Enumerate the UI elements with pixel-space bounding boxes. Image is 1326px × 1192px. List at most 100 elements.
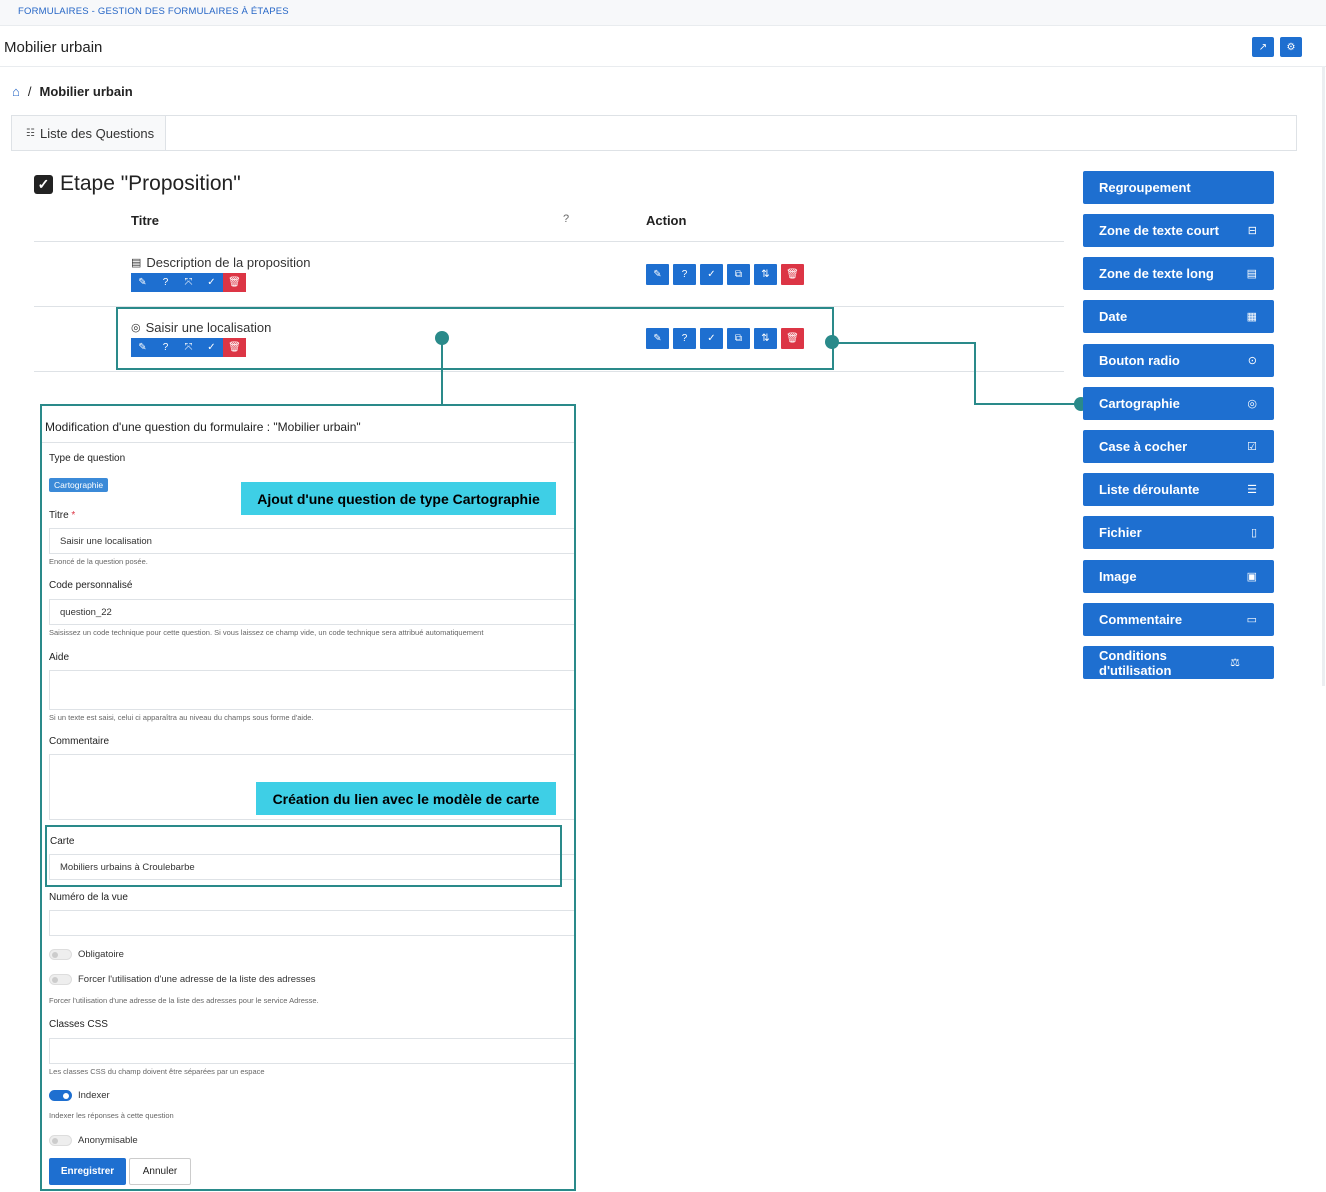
aide-textarea[interactable]: [49, 670, 574, 710]
annotation-dot: [435, 331, 449, 345]
indexer-toggle[interactable]: Indexer: [49, 1090, 110, 1101]
scrollbar[interactable]: [1322, 66, 1325, 686]
reorder-button[interactable]: ⇅: [754, 328, 777, 349]
aide-label: Aide: [49, 652, 70, 663]
location-icon: ◎: [1247, 398, 1257, 410]
add-short-text-button[interactable]: Zone de texte court⊟: [1083, 214, 1274, 247]
modal-title: Modification d'une question du formulair…: [45, 420, 361, 434]
help-button[interactable]: ?: [673, 328, 696, 349]
toggle-label: Anonymisable: [78, 1135, 138, 1146]
settings-button[interactable]: ⚙: [1280, 37, 1302, 57]
page-title: Mobilier urbain: [4, 39, 103, 56]
validate-button[interactable]: ✓: [200, 273, 223, 292]
tab-question-list[interactable]: ☷ Liste des Questions: [12, 116, 166, 150]
checkbox-checked-icon[interactable]: ✓: [34, 174, 53, 194]
help-button[interactable]: ?: [673, 264, 696, 285]
table-divider: [34, 306, 1064, 307]
carte-label: Carte: [50, 836, 75, 847]
annotation-connector: [441, 338, 443, 448]
add-file-button[interactable]: Fichier ▯: [1083, 516, 1274, 549]
delete-button[interactable]: 🗑: [223, 338, 246, 357]
column-header-help: ?: [563, 213, 570, 225]
add-regroupement-button[interactable]: Regroupement: [1083, 171, 1274, 204]
css-label: Classes CSS: [49, 1019, 108, 1030]
help-button[interactable]: ?: [154, 338, 177, 357]
toggle-switch[interactable]: [49, 949, 72, 960]
obligatoire-toggle[interactable]: Obligatoire: [49, 949, 124, 960]
toggle-switch[interactable]: [49, 1090, 72, 1101]
titre-help: Enoncé de la question posée.: [49, 557, 148, 566]
add-image-button[interactable]: Image▣: [1083, 560, 1274, 593]
external-link-button[interactable]: ↗: [1252, 37, 1274, 57]
cancel-button[interactable]: Annuler: [129, 1158, 191, 1185]
add-checkbox-button[interactable]: Case à cocher ☑: [1083, 430, 1274, 463]
step-title: ✓ Etape "Proposition": [34, 172, 241, 196]
callout-type-cartographie: Ajout d'une question de type Cartographi…: [241, 482, 556, 515]
add-cartographie-button[interactable]: Cartographie◎: [1083, 387, 1274, 420]
text-icon: ▤: [131, 257, 142, 269]
button-label: Zone de texte long: [1099, 266, 1214, 281]
add-long-text-button[interactable]: Zone de texte long▤: [1083, 257, 1274, 290]
gear-icon: ⚙: [1286, 41, 1296, 53]
button-label: Date: [1099, 309, 1128, 324]
delete-button[interactable]: 🗑: [781, 264, 804, 285]
validate-button[interactable]: ✓: [200, 338, 223, 357]
add-radio-button[interactable]: Bouton radio⊙: [1083, 344, 1274, 377]
add-comment-button[interactable]: Commentaire▭: [1083, 603, 1274, 636]
top-strip: FORMULAIRES - GESTION DES FORMULAIRES À …: [0, 0, 1326, 26]
comment-icon: ▭: [1246, 614, 1257, 626]
question-mini-toolbar: ✎ ? ⤧ ✓ 🗑: [131, 338, 271, 357]
toggle-switch[interactable]: [49, 1135, 72, 1146]
carte-select[interactable]: Mobiliers urbains à Croulebarbe: [49, 854, 574, 880]
add-terms-button[interactable]: Conditions d'utilisation⚖: [1083, 646, 1274, 679]
toggle-label: Forcer l'utilisation d'une adresse de la…: [78, 974, 316, 985]
validate-button[interactable]: ✓: [700, 328, 723, 349]
toggle-switch[interactable]: [49, 974, 72, 985]
edit-button[interactable]: ✎: [131, 273, 154, 292]
button-label: Fichier: [1099, 525, 1142, 540]
vue-input[interactable]: [49, 910, 574, 936]
move-button[interactable]: ⤧: [177, 273, 200, 292]
location-icon: ◎: [131, 322, 141, 334]
toggle-label: Indexer: [78, 1090, 110, 1101]
required-mark: *: [71, 510, 76, 521]
tab-bar: ☷ Liste des Questions: [11, 115, 1297, 151]
save-button[interactable]: Enregistrer: [49, 1158, 126, 1185]
copy-button[interactable]: ⧉: [727, 328, 750, 349]
table-divider: [34, 241, 1064, 242]
add-dropdown-button[interactable]: Liste déroulante☰: [1083, 473, 1274, 506]
validate-button[interactable]: ✓: [700, 264, 723, 285]
checkbox-icon: ☑: [1247, 441, 1257, 453]
titre-input[interactable]: Saisir une localisation: [49, 528, 574, 554]
button-label: Image: [1099, 569, 1137, 584]
list-icon: ☰: [1247, 484, 1257, 496]
column-header-title: Titre: [131, 213, 159, 228]
code-input[interactable]: question_22: [49, 599, 574, 625]
row-actions: ✎ ? ✓ ⧉ ⇅ 🗑: [646, 328, 804, 349]
forcer-adresse-toggle[interactable]: Forcer l'utilisation d'une adresse de la…: [49, 974, 316, 985]
external-link-icon: ↗: [1258, 41, 1268, 53]
calendar-icon: ▦: [1246, 311, 1257, 323]
annotation-connector: [831, 342, 975, 344]
table-divider: [34, 371, 1064, 372]
reorder-button[interactable]: ⇅: [754, 264, 777, 285]
add-date-button[interactable]: Date ▦: [1083, 300, 1274, 333]
tab-label: Liste des Questions: [39, 125, 155, 141]
forcer-help: Forcer l'utilisation d'une adresse de la…: [49, 996, 319, 1005]
table-row: ▤ Description de la proposition ✎ ? ⤧ ✓ …: [131, 255, 310, 292]
edit-button[interactable]: ✎: [646, 328, 669, 349]
button-label: Case à cocher: [1099, 439, 1188, 454]
callout-map-link: Création du lien avec le modèle de carte: [256, 782, 556, 815]
edit-button[interactable]: ✎: [646, 264, 669, 285]
file-icon: ▯: [1250, 527, 1257, 539]
delete-button[interactable]: 🗑: [781, 328, 804, 349]
copy-button[interactable]: ⧉: [727, 264, 750, 285]
help-button[interactable]: ?: [154, 273, 177, 292]
edit-button[interactable]: ✎: [131, 338, 154, 357]
move-button[interactable]: ⤧: [177, 338, 200, 357]
home-icon[interactable]: ⌂: [12, 84, 20, 99]
css-input[interactable]: [49, 1038, 574, 1064]
delete-button[interactable]: 🗑: [223, 273, 246, 292]
titre-label-text: Titre: [49, 510, 69, 521]
anonymisable-toggle[interactable]: Anonymisable: [49, 1135, 138, 1146]
